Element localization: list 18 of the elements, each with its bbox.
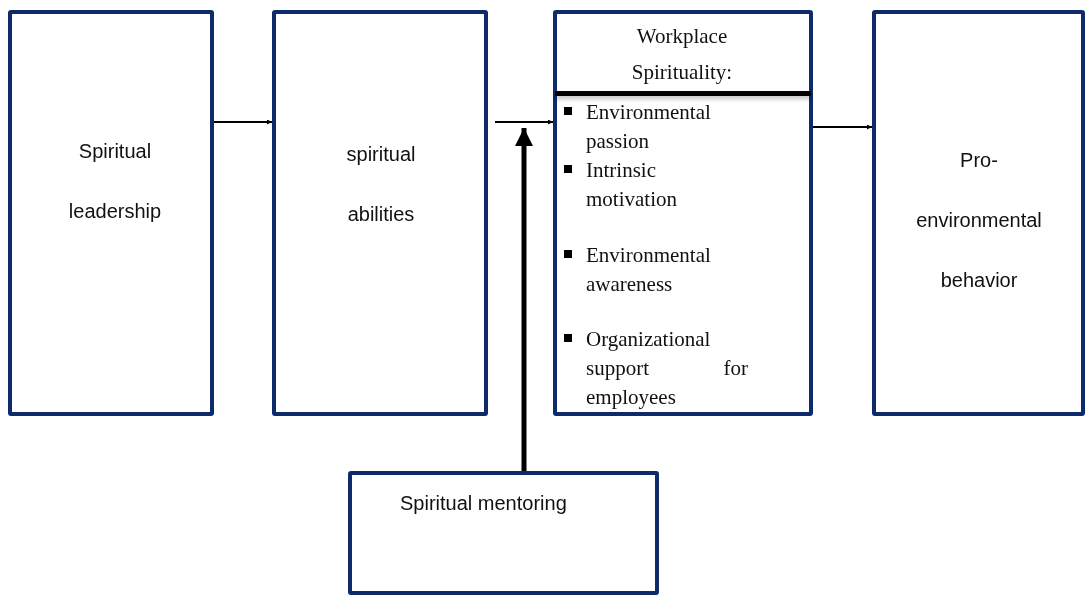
arrow (515, 128, 533, 471)
concept-box (348, 471, 659, 595)
concept-box (553, 10, 813, 416)
list-item: Environmental passion (586, 99, 712, 155)
concept-box (8, 10, 214, 416)
box-label: Spiritual leadership (67, 139, 163, 224)
list-item: Intrinsic motivation (586, 157, 678, 213)
list-item: Environmental awareness (586, 242, 712, 298)
concept-box (872, 10, 1085, 416)
arrow (812, 124, 873, 130)
arrow (494, 119, 554, 125)
box-label: spiritual abilities (345, 142, 417, 227)
box-heading: Workplace Spirituality: (630, 23, 734, 86)
concept-box (272, 10, 488, 416)
arrow (213, 119, 273, 125)
list-item: Organizational support for employees (586, 326, 748, 411)
box-label: Spiritual mentoring (399, 491, 568, 516)
box-label: Pro- environmental behavior (915, 148, 1043, 293)
